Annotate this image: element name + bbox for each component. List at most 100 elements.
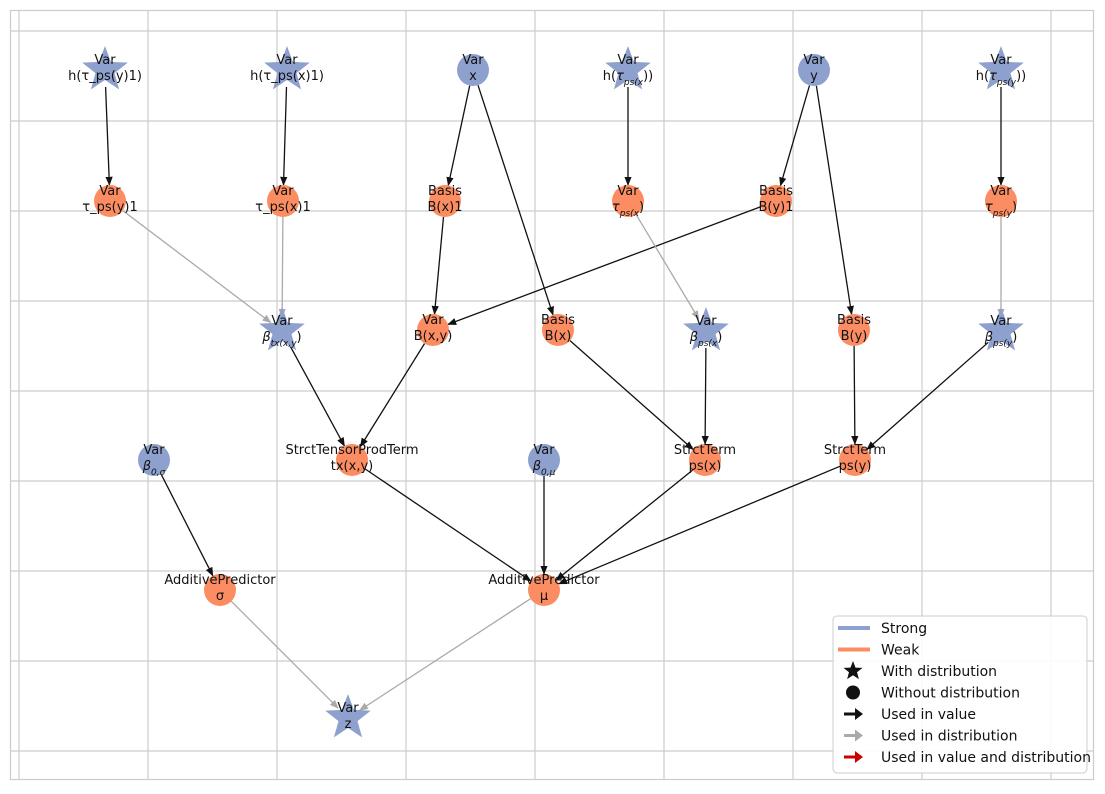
node-type-label: Var (422, 313, 444, 328)
edge-psy-to-mu (557, 465, 841, 585)
legend-label: With distribution (881, 664, 997, 680)
node-name-label: βps(x) (689, 330, 723, 349)
legend-item: Used in value (844, 707, 976, 723)
node-type-label: Var (94, 53, 116, 68)
legend-item: Weak (838, 643, 920, 659)
node-type-label: Basis (541, 313, 575, 328)
node-type-label: Basis (837, 313, 871, 328)
node-type-label: Var (143, 443, 165, 458)
node-name-label: B(x)1 (427, 200, 462, 215)
circle-marker (612, 185, 644, 217)
node-name-label: ps(y) (839, 459, 872, 474)
edge-h_tau_psy1-to-tau_psy1 (104, 86, 113, 186)
node-name-label: y (810, 69, 818, 84)
node-type-label: Basis (759, 184, 793, 199)
node-type-label: Var (803, 53, 825, 68)
edge-Bxy-to-tx (359, 343, 426, 448)
legend-arrow-head (855, 708, 863, 720)
edge-By1-to-Bxy (447, 205, 762, 326)
legend-label: Weak (881, 643, 920, 659)
node-type-label: StrctTerm (824, 443, 886, 458)
node-type-label: Var (990, 184, 1012, 199)
node-type-label: Var (99, 184, 121, 199)
node-name-label: ps(x) (689, 459, 722, 474)
edge-tau_psx1-to-beta_tx (278, 216, 286, 318)
edge-psx-to-mu (555, 469, 694, 581)
node-name-label: h(τps(x)) (603, 69, 654, 88)
circle-marker (94, 185, 126, 217)
star-marker (978, 46, 1024, 90)
circle-marker (528, 574, 560, 606)
node-type-label: Var (617, 53, 639, 68)
circle-marker (417, 314, 449, 346)
node-type-label: StrctTensorProdTerm (285, 443, 418, 458)
legend-label: Without distribution (881, 686, 1020, 702)
nodes-layer: Varh(τ_ps(y)1)Varh(τ_ps(x)1)VarxVarh(τps… (68, 46, 1027, 738)
star-marker (259, 307, 305, 351)
legend-label: Used in value (881, 707, 976, 723)
star-marker (325, 694, 371, 738)
node-name-label: τ_ps(x)1 (255, 200, 310, 215)
edge-h_tau_psx1-to-tau_psx1 (280, 86, 288, 186)
legend-label: Strong (881, 621, 927, 637)
star-marker (605, 46, 651, 90)
circle-marker (429, 185, 461, 217)
legend-item: With distribution (843, 661, 997, 680)
star-marker (82, 46, 128, 90)
legend-arrow-head (855, 729, 863, 742)
node-name-label: h(τ_ps(y)1) (68, 69, 142, 84)
node-name-label: x (469, 69, 477, 84)
star-marker (264, 46, 310, 90)
edges-layer (104, 84, 1005, 711)
edge-sigma-to-z (230, 600, 339, 709)
edge-beta_psx-to-psx (701, 347, 709, 445)
node-name-label: h(τps(y)) (976, 69, 1027, 88)
node-name-label: βps(y) (984, 330, 1018, 349)
node-name-label: B(y) (841, 329, 868, 344)
node-name-label: B(y)1 (758, 200, 793, 215)
circle-marker (689, 444, 721, 476)
legend-circle-icon (846, 685, 860, 700)
node-type-label: Var (337, 701, 359, 716)
edge-x-to-Bx (477, 84, 554, 316)
node-type-label: Var (617, 184, 639, 199)
circle-marker (457, 54, 489, 86)
node-type-label: Var (990, 53, 1012, 68)
edge-tx-to-mu (364, 468, 532, 582)
circle-marker (542, 314, 574, 346)
node-name-label: τps(y) (985, 200, 1017, 219)
legend-label: Used in distribution (881, 729, 1018, 745)
legend-label: Used in value and distribution (881, 750, 1091, 766)
node-name-label: tx(x,y) (331, 459, 373, 474)
circle-marker (528, 444, 560, 476)
legend-box (832, 615, 1088, 774)
edge-mu-to-z (358, 598, 531, 711)
